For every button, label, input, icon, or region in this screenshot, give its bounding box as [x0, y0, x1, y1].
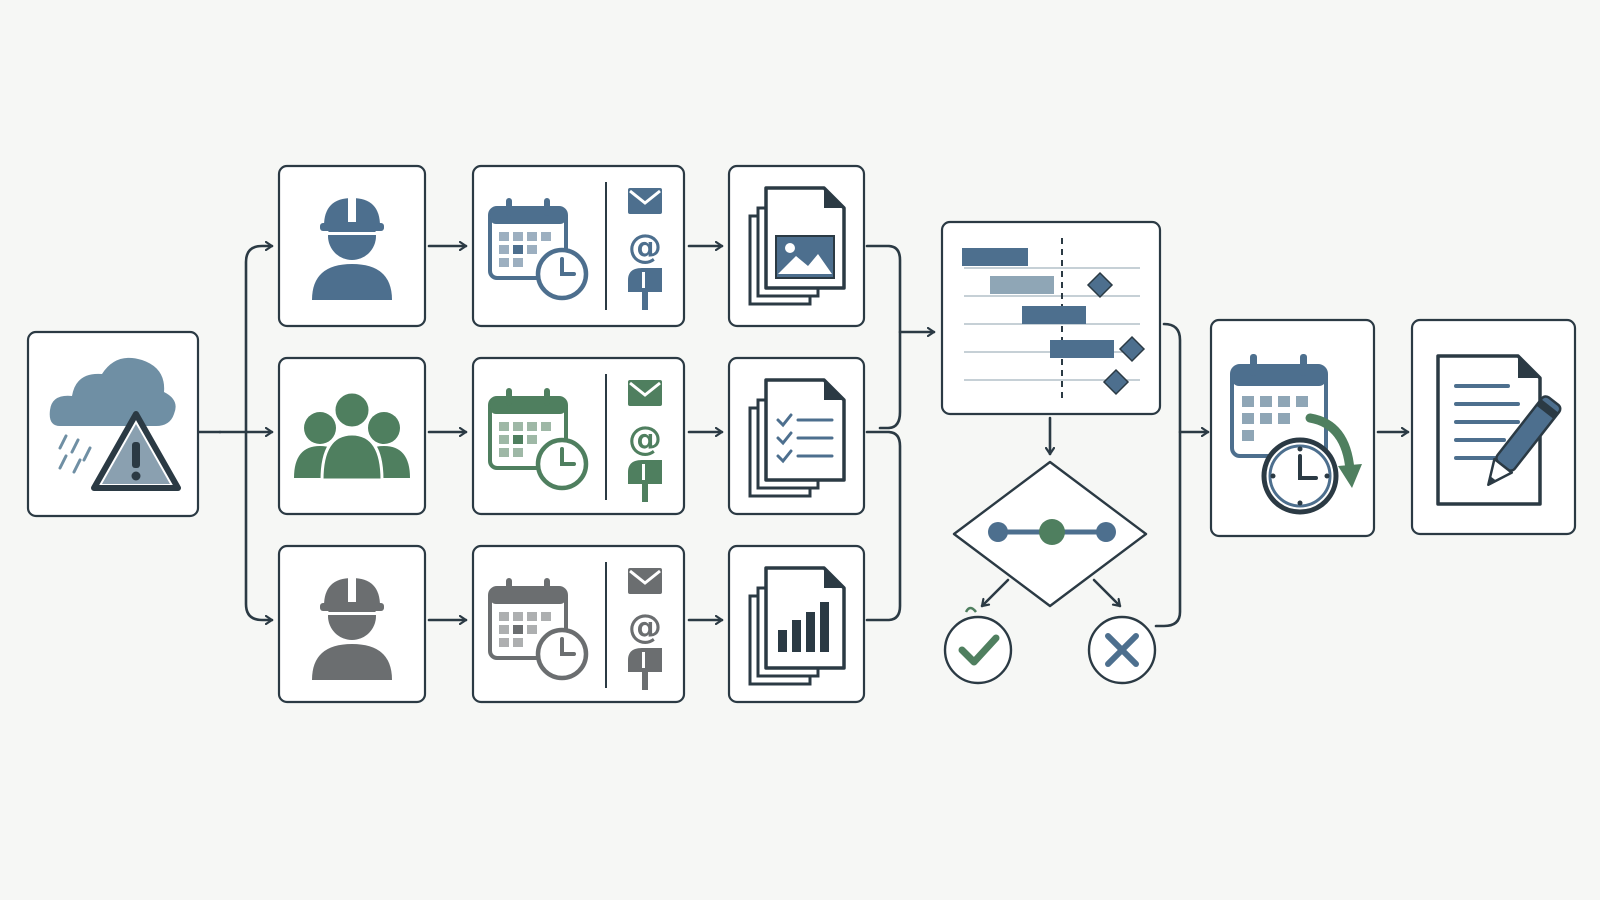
node-team-green — [277, 356, 427, 516]
node-rejected — [1087, 615, 1157, 685]
document-pen-icon — [1436, 354, 1562, 506]
node-schedule-contact-blue — [471, 164, 686, 328]
decision-diamond-icon — [988, 519, 1116, 545]
contact-icons — [626, 186, 664, 312]
connectors — [196, 246, 1410, 628]
calendar-reschedule-icon — [1230, 354, 1362, 515]
node-reschedule — [1209, 318, 1376, 538]
node-docs-chart — [727, 544, 866, 704]
node-gantt-schedule — [940, 220, 1162, 416]
group-icon — [294, 390, 410, 482]
node-weather-alert — [26, 330, 200, 518]
node-docs-checklist — [727, 356, 866, 516]
node-schedule-contact-gray — [471, 544, 686, 704]
node-worker-blue — [277, 164, 427, 328]
contact-icons — [626, 378, 664, 504]
rain-cloud-warning-icon — [49, 357, 181, 491]
contact-icons — [626, 566, 664, 692]
node-decision — [952, 460, 1148, 608]
node-contract-sign — [1410, 318, 1577, 536]
node-approved — [943, 606, 1013, 685]
node-schedule-contact-green — [471, 356, 686, 516]
node-worker-gray — [277, 544, 427, 704]
gantt-chart-icon — [962, 238, 1146, 402]
x-circle-icon — [1105, 633, 1139, 667]
check-circle-icon — [958, 634, 1000, 666]
node-docs-image — [727, 164, 866, 328]
